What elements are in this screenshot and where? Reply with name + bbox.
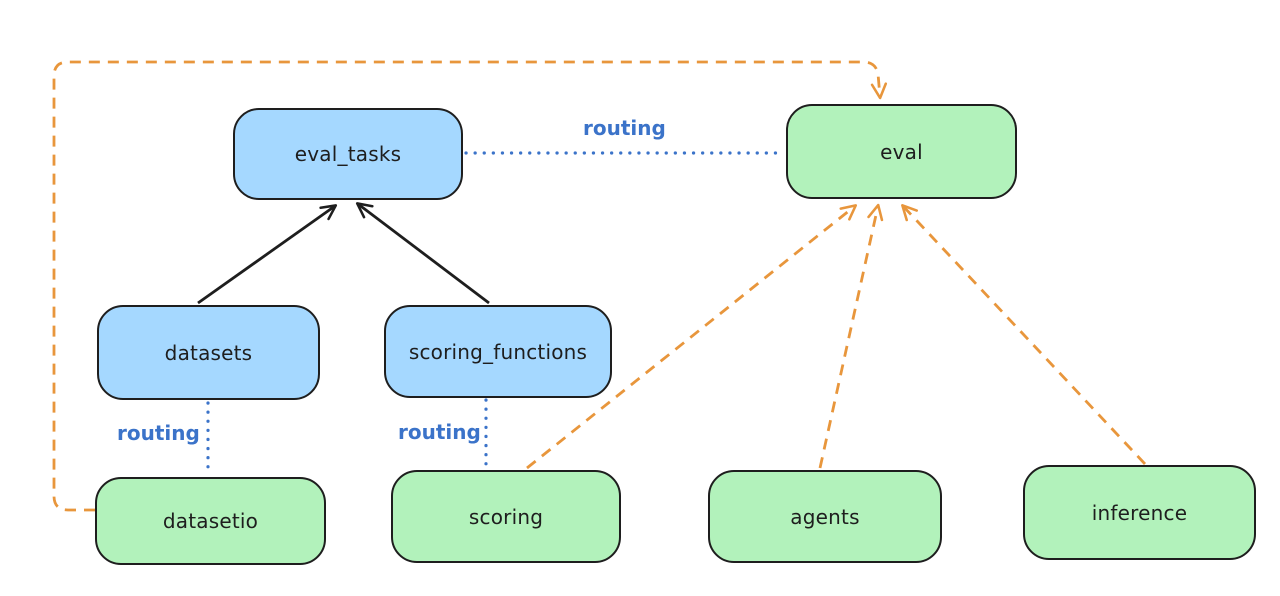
node-scoring-functions: scoring_functions: [384, 305, 612, 398]
node-label-eval-tasks: eval_tasks: [294, 142, 402, 166]
node-eval-tasks: eval_tasks: [233, 108, 463, 200]
edge-scoring-to-eval: [526, 204, 858, 470]
node-label-inference: inference: [1091, 500, 1188, 525]
node-label-scoring-functions: scoring_functions: [408, 339, 588, 364]
edge-label-routing-scoring: routing: [398, 420, 481, 444]
node-scoring: scoring: [391, 470, 621, 563]
node-label-scoring: scoring: [468, 504, 544, 529]
node-inference: inference: [1023, 465, 1256, 560]
node-datasets: datasets: [97, 305, 320, 400]
node-eval: eval: [786, 104, 1017, 199]
edge-scoring-functions-to-eval-tasks: [355, 202, 490, 305]
edge-label-routing-top: routing: [583, 116, 666, 140]
edge-agents-to-eval: [818, 203, 884, 469]
node-agents: agents: [708, 470, 942, 563]
node-label-datasetio: datasetio: [162, 509, 259, 533]
node-label-eval: eval: [880, 139, 923, 164]
node-label-agents: agents: [790, 504, 860, 529]
edge-datasets-to-eval-tasks: [197, 204, 338, 305]
edge-label-routing-datasets: routing: [117, 421, 200, 445]
node-datasetio: datasetio: [95, 477, 326, 565]
node-label-datasets: datasets: [164, 340, 253, 365]
edge-inference-to-eval: [901, 204, 1147, 465]
edge-datasetio-to-eval-loop: [52, 60, 888, 512]
